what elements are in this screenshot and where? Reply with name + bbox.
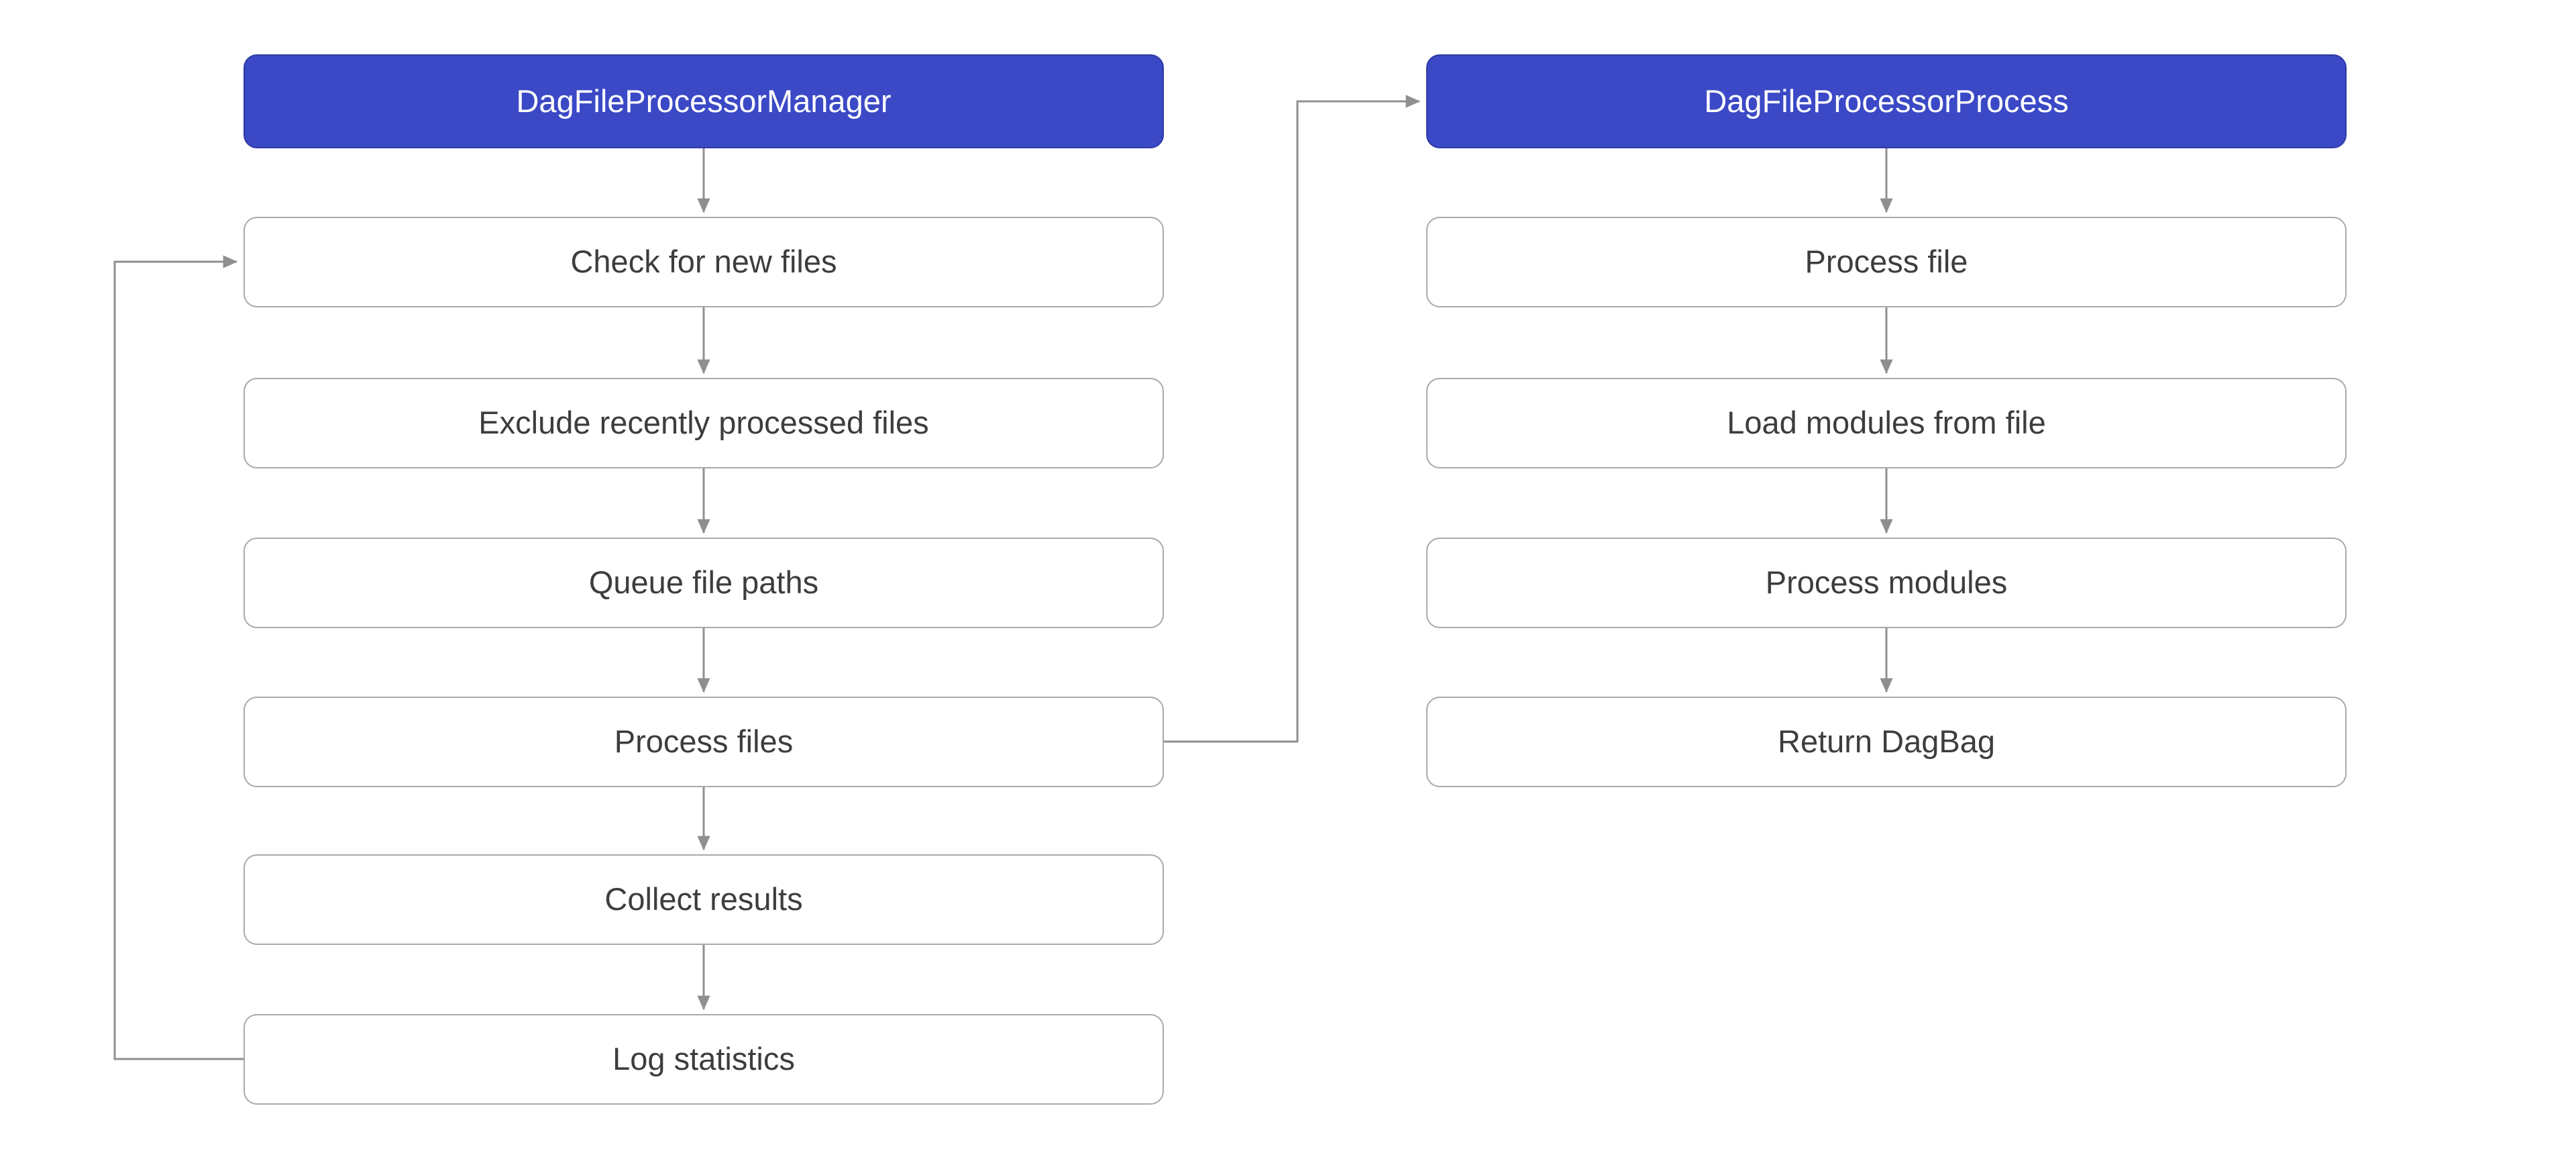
step-label: Collect results <box>604 881 803 917</box>
step-label: Check for new files <box>570 244 837 280</box>
step-label: Process files <box>614 723 794 760</box>
step-label: Load modules from file <box>1727 405 2046 441</box>
step-return-dagbag: Return DagBag <box>1426 697 2347 787</box>
process-header-node: DagFileProcessorProcess <box>1426 54 2347 148</box>
step-label: Log statistics <box>612 1041 795 1077</box>
step-label: Process file <box>1805 244 1968 280</box>
step-collect-results: Collect results <box>244 854 1164 945</box>
step-process-files: Process files <box>244 697 1164 787</box>
process-title: DagFileProcessorProcess <box>1704 83 2069 119</box>
arrow-log-loop-to-check <box>113 255 244 1060</box>
step-label: Exclude recently processed files <box>478 405 929 441</box>
step-label: Return DagBag <box>1778 723 1995 760</box>
step-process-modules: Process modules <box>1426 538 2347 628</box>
step-load-modules-from-file: Load modules from file <box>1426 378 2347 468</box>
step-label: Queue file paths <box>588 564 819 601</box>
step-process-file: Process file <box>1426 217 2347 307</box>
step-exclude-recently-processed-files: Exclude recently processed files <box>244 378 1164 468</box>
manager-header-node: DagFileProcessorManager <box>244 54 1164 148</box>
arrow-process-files-to-processor <box>1164 95 1421 743</box>
manager-title: DagFileProcessorManager <box>516 83 892 119</box>
step-label: Process modules <box>1765 564 2008 601</box>
step-check-for-new-files: Check for new files <box>244 217 1164 307</box>
step-queue-file-paths: Queue file paths <box>244 538 1164 628</box>
step-log-statistics: Log statistics <box>244 1014 1164 1105</box>
